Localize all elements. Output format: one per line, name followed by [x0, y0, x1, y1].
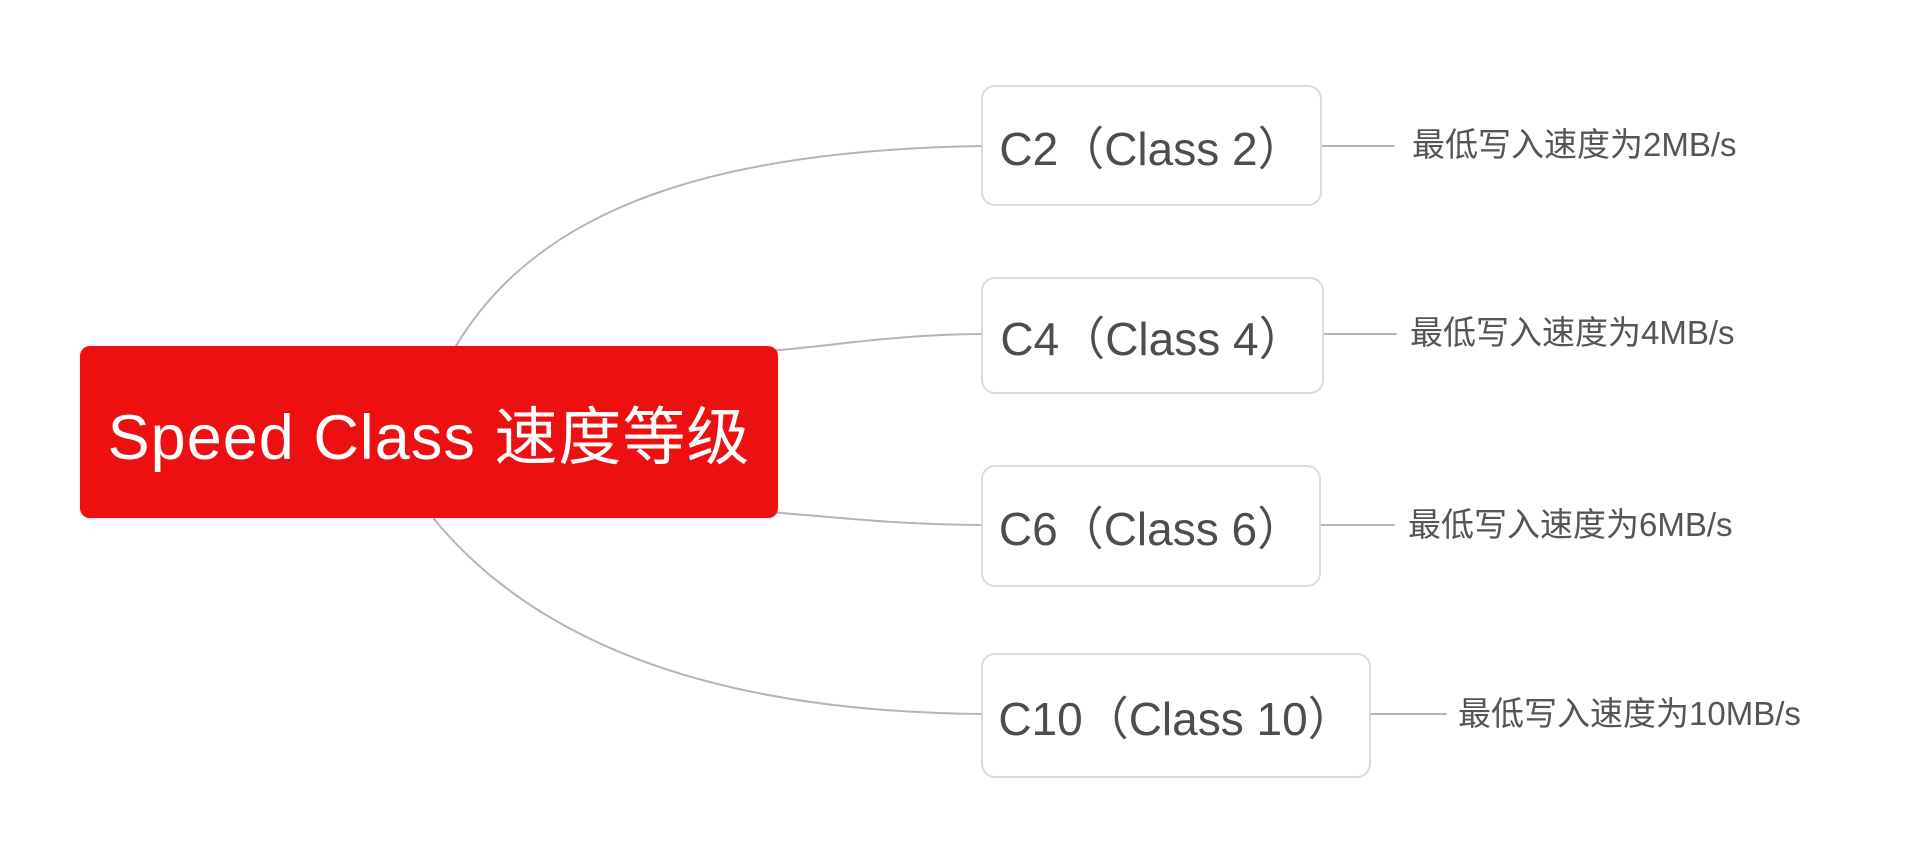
- note-c10-min-write-speed[interactable]: 最低写入速度为10MB/s: [1458, 695, 1801, 732]
- node-c4[interactable]: C4（Class 4）: [981, 277, 1324, 394]
- note-c2-min-write-speed[interactable]: 最低写入速度为2MB/s: [1412, 126, 1737, 163]
- note-c4-min-write-speed[interactable]: 最低写入速度为4MB/s: [1410, 314, 1735, 351]
- connector-root-to-c4: [767, 333, 984, 352]
- connector-root-to-c6: [769, 511, 984, 526]
- node-c6[interactable]: C6（Class 6）: [981, 465, 1321, 587]
- node-c2[interactable]: C2（Class 2）: [981, 85, 1322, 206]
- connector-root-to-c2: [455, 145, 984, 347]
- note-c6-min-write-speed[interactable]: 最低写入速度为6MB/s: [1408, 506, 1733, 543]
- node-c10[interactable]: C10（Class 10）: [981, 653, 1371, 778]
- connector-root-to-c10: [433, 518, 984, 715]
- root-node-speed-class[interactable]: Speed Class 速度等级: [80, 346, 778, 518]
